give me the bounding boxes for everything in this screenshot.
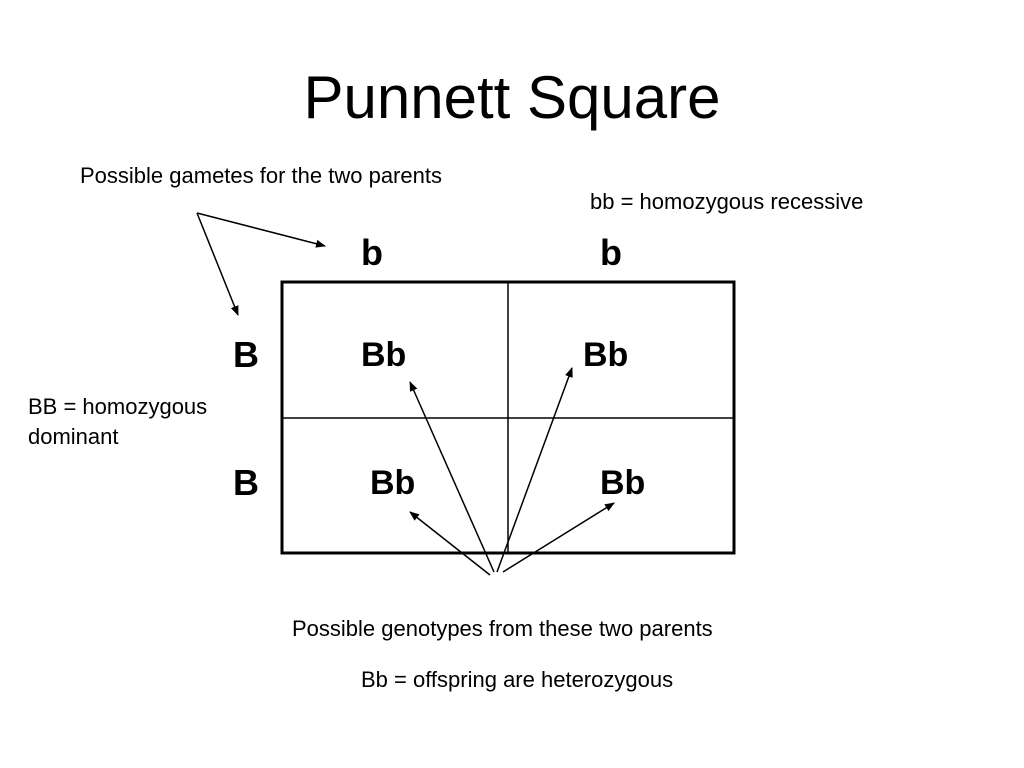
page-title: Punnett Square	[303, 64, 721, 131]
gamete-arrow-to-column	[196, 212, 326, 248]
genotype-arrow-bottom-left	[409, 511, 491, 576]
column-gamete-2: b	[600, 232, 622, 273]
genotype-arrow-bottom-right	[502, 502, 615, 573]
row-gamete-2: B	[233, 462, 259, 503]
genotypes-note: Possible genotypes from these two parent…	[292, 616, 713, 641]
genotype-arrow-top-left	[409, 381, 495, 573]
homozygous-dominant-note: BB = homozygous dominant	[28, 394, 208, 449]
genotype-arrow-top-right	[496, 367, 573, 573]
column-gamete-1: b	[361, 232, 383, 273]
homozygous-recessive-note: bb = homozygous recessive	[590, 189, 864, 214]
gamete-arrow-to-row	[196, 212, 239, 316]
genotype-cell-r2-c2: Bb	[600, 464, 646, 502]
heterozygous-note: Bb = offspring are heterozygous	[361, 667, 674, 692]
genotype-cell-r1-c1: Bb	[361, 336, 407, 374]
genotype-cell-r1-c2: Bb	[583, 336, 629, 374]
genotype-cell-r2-c1: Bb	[370, 464, 416, 502]
row-gamete-1: B	[233, 334, 259, 375]
gametes-note: Possible gametes for the two parents	[80, 163, 442, 188]
